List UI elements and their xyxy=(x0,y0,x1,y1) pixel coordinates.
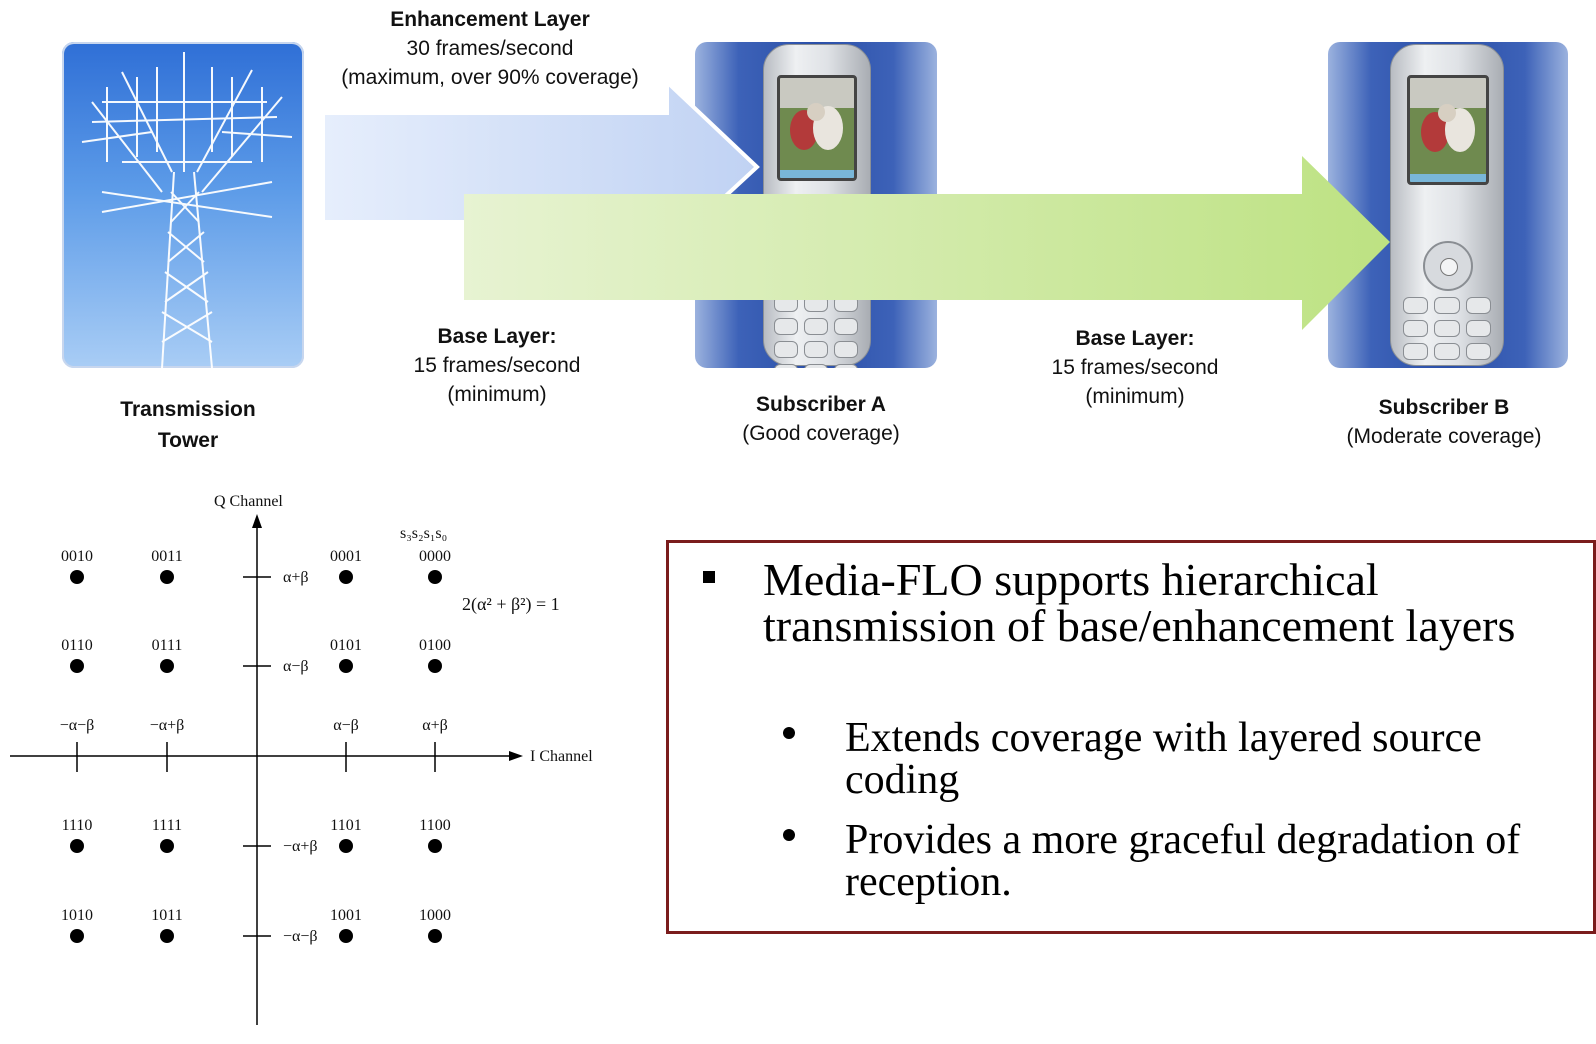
subscriber-b-label: Subscriber B (Moderate coverage) xyxy=(1318,393,1570,451)
phone-body xyxy=(1390,44,1504,366)
enhancement-layer-note: (maximum, over 90% coverage) xyxy=(341,66,639,89)
sub-bullet-2-text: Provides a more graceful degradation of … xyxy=(845,817,1521,905)
enhancement-layer-rate: 30 frames/second xyxy=(406,37,574,60)
q-axis-tick-label: −α−β xyxy=(283,928,318,945)
i-axis-tick-label: α+β xyxy=(422,717,448,734)
football-video-thumbnail xyxy=(780,78,854,178)
i-axis-tick-label: −α−β xyxy=(60,717,95,734)
base-layer-rate: 15 frames/second xyxy=(413,354,581,377)
base-layer-label-b: Base Layer: 15 frames/second (minimum) xyxy=(1015,324,1255,411)
constellation-point-code: 0110 xyxy=(61,637,92,654)
football-video-thumbnail xyxy=(1410,78,1486,182)
phone-screen xyxy=(1407,75,1489,185)
constellation-point-code: 0000 xyxy=(419,548,451,565)
subscriber-b-coverage: (Moderate coverage) xyxy=(1346,425,1542,448)
transmission-tower-label: Transmission Tower xyxy=(68,394,308,456)
constellation-point-code: 1111 xyxy=(152,817,182,834)
base-layer-title: Base Layer: xyxy=(437,325,557,348)
q-axis-tick-label: α+β xyxy=(283,569,309,586)
constellation-point xyxy=(70,659,84,673)
i-axis-tick-label: −α+β xyxy=(150,717,185,734)
tower-label-line2: Tower xyxy=(157,429,219,452)
constellation-point-code: 0111 xyxy=(152,637,183,654)
sub-bullet-1-text: Extends coverage with layered source cod… xyxy=(845,715,1482,803)
constellation-point-code: 1001 xyxy=(330,907,362,924)
i-axis-arrowhead xyxy=(509,751,523,761)
constellation-point xyxy=(428,659,442,673)
q-axis-arrowhead xyxy=(252,514,262,528)
square-bullet-icon xyxy=(703,571,715,583)
phone-screen xyxy=(777,75,857,181)
bit-order-label: s₃s₂s₁s₀ xyxy=(400,525,447,542)
constellation-point-code: 0010 xyxy=(61,548,93,565)
constellation-point xyxy=(70,839,84,853)
constellation-point xyxy=(160,839,174,853)
tower-label-line1: Transmission xyxy=(120,398,256,421)
transmission-tower-image xyxy=(62,42,304,368)
constellation-point xyxy=(428,929,442,943)
constellation-point xyxy=(428,570,442,584)
phone-keypad xyxy=(1403,297,1491,360)
energy-formula: 2(α² + β²) = 1 xyxy=(462,594,560,615)
constellation-point-code: 1000 xyxy=(419,907,451,924)
round-bullet-icon xyxy=(783,829,795,841)
layer-arrows xyxy=(321,77,1390,330)
constellation-point xyxy=(428,839,442,853)
q-axis-tick-label: −α+β xyxy=(283,838,318,855)
constellation-point xyxy=(339,929,353,943)
subscriber-b-name: Subscriber B xyxy=(1378,396,1510,419)
constellation-point xyxy=(339,570,353,584)
constellation-point xyxy=(160,929,174,943)
constellation-point xyxy=(339,839,353,853)
base-layer-label-a: Base Layer: 15 frames/second (minimum) xyxy=(377,322,617,409)
constellation-point-code: 0101 xyxy=(330,637,362,654)
base-layer-title: Base Layer: xyxy=(1075,327,1195,350)
constellation-point xyxy=(339,659,353,673)
subscriber-a-coverage: (Good coverage) xyxy=(742,422,900,445)
constellation-point-code: 1101 xyxy=(330,817,361,834)
q-axis-tick-label: α−β xyxy=(283,658,309,675)
constellation-point-code: 1010 xyxy=(61,907,93,924)
enhancement-layer-label: Enhancement Layer 30 frames/second (maxi… xyxy=(310,5,670,92)
base-layer-arrow xyxy=(464,156,1390,330)
constellation-point-code: 0100 xyxy=(419,637,451,654)
i-axis-tick-label: α−β xyxy=(333,717,359,734)
main-bullet-text: Media-FLO supports hierarchical transmis… xyxy=(763,554,1516,651)
constellation-point-code: 1100 xyxy=(419,817,450,834)
summary-textbox: Media-FLO supports hierarchical transmis… xyxy=(666,540,1596,934)
tower-illustration xyxy=(81,52,293,368)
base-layer-rate: 15 frames/second xyxy=(1051,356,1219,379)
subscriber-a-label: Subscriber A (Good coverage) xyxy=(700,390,942,448)
constellation-point-code: 0001 xyxy=(330,548,362,565)
q-axis-label: Q Channel xyxy=(214,493,283,510)
base-layer-note: (minimum) xyxy=(447,383,547,406)
round-bullet-icon xyxy=(783,727,795,739)
constellation-point-code: 1011 xyxy=(151,907,182,924)
constellation-point xyxy=(70,570,84,584)
phone-navigation-pad xyxy=(1423,241,1473,291)
constellation-point xyxy=(70,929,84,943)
qam-constellation-diagram: Q Channel I Channel s₃s₂s₁s₀ 2(α² + β²) … xyxy=(10,493,593,1025)
enhancement-layer-title: Enhancement Layer xyxy=(390,8,590,31)
subscriber-b-phone-image xyxy=(1328,42,1568,368)
constellation-point xyxy=(160,659,174,673)
base-layer-note: (minimum) xyxy=(1085,385,1185,408)
constellation-point-code: 0011 xyxy=(151,548,182,565)
i-axis-label: I Channel xyxy=(530,748,593,765)
subscriber-a-name: Subscriber A xyxy=(756,393,886,416)
constellation-point-code: 1110 xyxy=(62,817,93,834)
constellation-point xyxy=(160,570,174,584)
